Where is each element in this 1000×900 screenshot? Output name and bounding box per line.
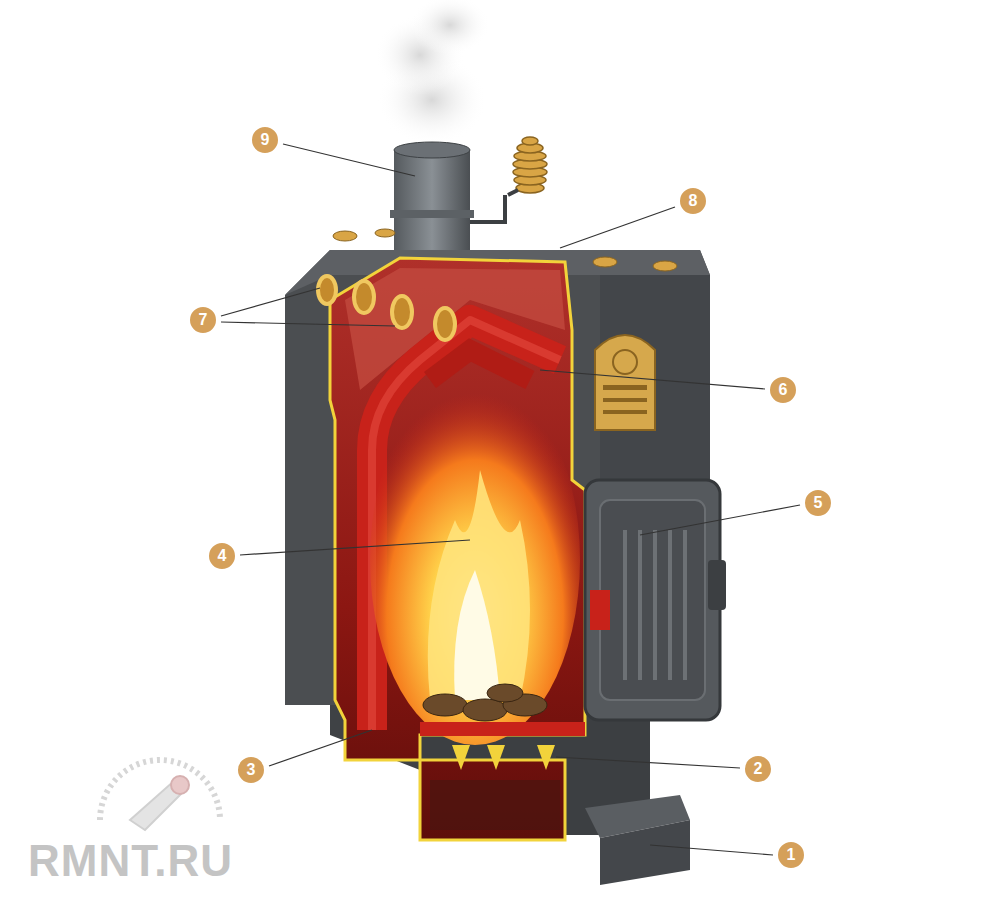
chimney-pipe — [390, 142, 474, 255]
nameplate — [595, 335, 655, 430]
watermark-logo — [100, 760, 220, 830]
air-nozzle-rings — [318, 276, 455, 340]
callout-number: 7 — [188, 305, 218, 335]
spring-handle — [470, 137, 547, 222]
callout-number: 4 — [207, 541, 237, 571]
loading-door — [585, 480, 726, 720]
callout-number: 3 — [236, 755, 266, 785]
callout-number: 8 — [678, 186, 708, 216]
leader-lines — [221, 144, 800, 855]
callout-number: 9 — [250, 125, 280, 155]
watermark: RMNT.RU — [28, 836, 233, 886]
cutaway — [330, 258, 585, 840]
callout-number: 1 — [776, 840, 806, 870]
callout-number: 5 — [803, 488, 833, 518]
callout-number: 6 — [768, 375, 798, 405]
stove-body — [285, 229, 710, 885]
smoke — [375, 0, 490, 145]
callout-number: 2 — [743, 754, 773, 784]
